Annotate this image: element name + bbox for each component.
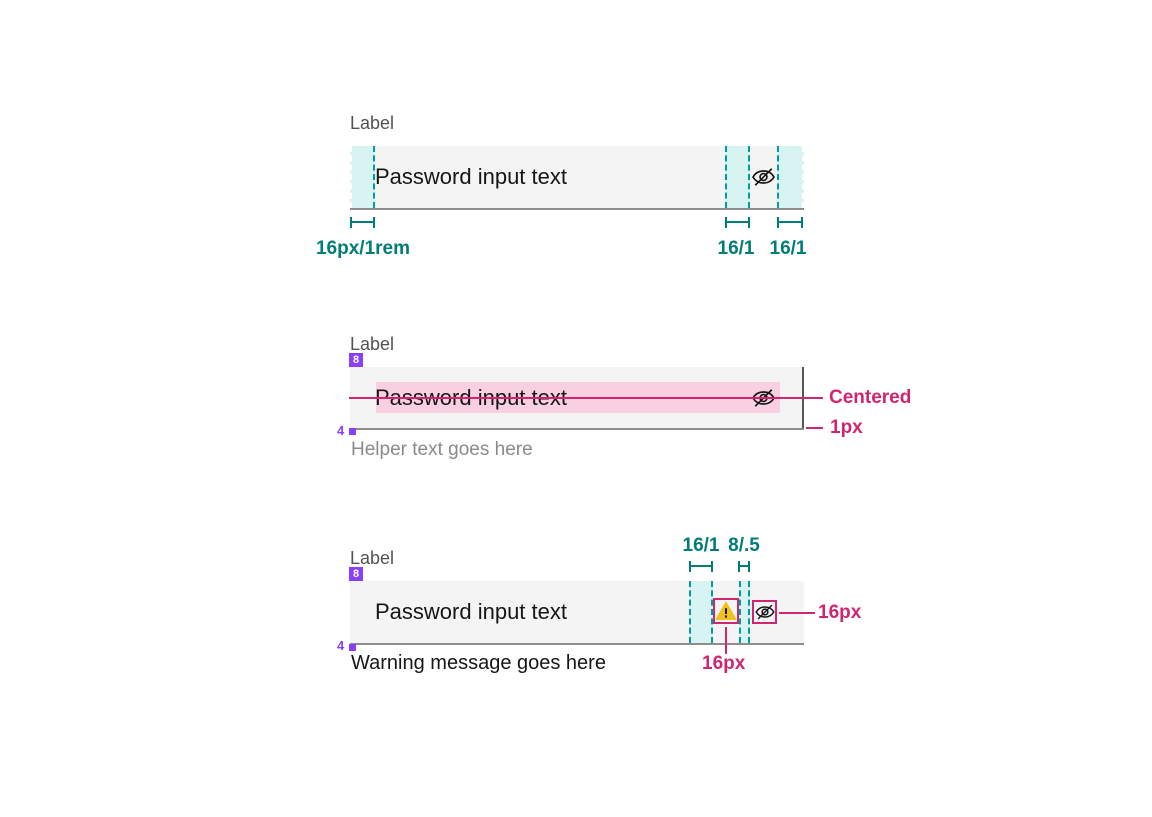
warning-filled-icon	[715, 600, 737, 622]
padding-highlight-right	[777, 146, 804, 208]
warning-message: Warning message goes here	[351, 652, 606, 674]
warning-size-callout-line	[725, 627, 727, 654]
spacing-token-number: 4	[337, 638, 345, 653]
spacing-token-badge: 8	[349, 353, 363, 367]
measure-bracket-icon-gap	[738, 561, 750, 572]
measure-label-right-padding: 16/1	[769, 238, 807, 259]
gap-highlight-icon-to-icon	[739, 581, 750, 643]
border-callout-line	[806, 427, 823, 429]
icon-size-callout-label: 16px	[818, 602, 862, 623]
spacing-token-marker	[349, 644, 356, 651]
password-input[interactable]: Password input text	[350, 581, 804, 645]
spacing-token-number: 4	[337, 423, 345, 438]
view-off-icon[interactable]	[754, 602, 776, 622]
view-icon-measure-box	[752, 600, 777, 624]
measure-label-icon-gap: 8/.5	[728, 535, 760, 556]
centered-callout-line	[349, 397, 823, 399]
measure-bracket-right-padding	[777, 217, 803, 228]
password-input-value: Password input text	[375, 164, 567, 189]
spacing-token-marker	[349, 428, 356, 435]
password-input[interactable]: Password input text	[350, 146, 804, 210]
view-off-icon[interactable]	[750, 165, 777, 189]
helper-text: Helper text goes here	[351, 439, 533, 460]
padding-highlight-left	[350, 146, 375, 208]
gap-highlight-text-to-icon	[689, 581, 713, 643]
measure-label-text-gap: 16/1	[682, 535, 720, 556]
measure-bracket-left-padding	[350, 217, 375, 228]
password-input-value: Password input text	[375, 599, 567, 624]
measure-bracket-text-gap	[689, 561, 713, 572]
border-callout-label: 1px	[830, 417, 863, 438]
measure-bracket-icon-gap	[725, 217, 750, 228]
icon-size-callout-line	[779, 612, 815, 614]
padding-highlight-icon-gap	[725, 146, 750, 208]
measure-label-left-padding: 16px/1rem	[315, 238, 410, 259]
input-label: Label	[350, 113, 395, 133]
input-label: Label	[350, 548, 395, 568]
measure-label-icon-gap: 16/1	[717, 238, 755, 259]
spacing-token-badge: 8	[349, 567, 363, 581]
centered-callout-label: Centered	[829, 387, 912, 408]
warning-size-callout-label: 16px	[702, 653, 746, 674]
warning-icon-measure-box	[713, 598, 739, 624]
input-label: Label	[350, 334, 395, 354]
